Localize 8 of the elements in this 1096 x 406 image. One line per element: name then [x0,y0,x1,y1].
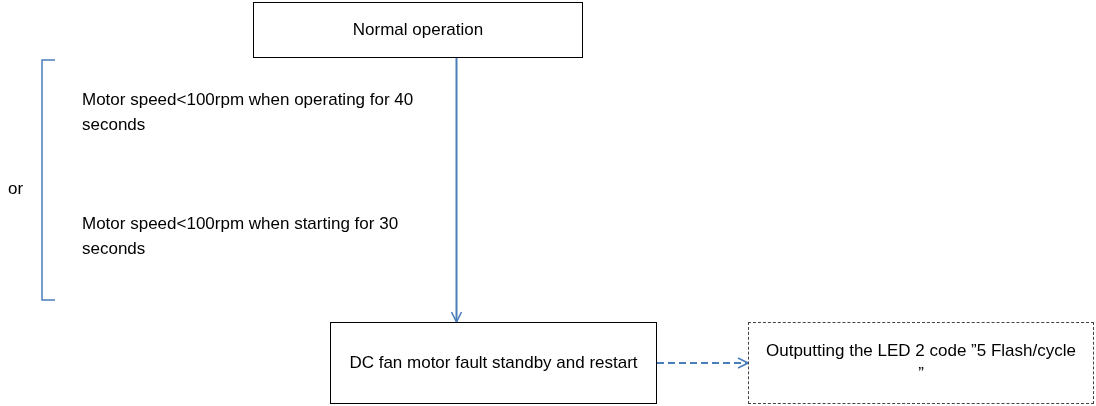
arrow [656,357,749,369]
arrow [450,57,463,323]
process-box: Outputting the LED 2 code ”5 Flash/cycle ” [748,322,1094,404]
or-label: or [8,178,24,200]
process-box: Normal operation [253,2,583,58]
process-box: DC fan motor fault standby and restart [330,322,657,404]
condition-text: Motor speed<100rpm when operating for 40 seconds [82,89,415,136]
condition-text: Motor speed<100rpm when starting for 30 seconds [82,213,400,260]
